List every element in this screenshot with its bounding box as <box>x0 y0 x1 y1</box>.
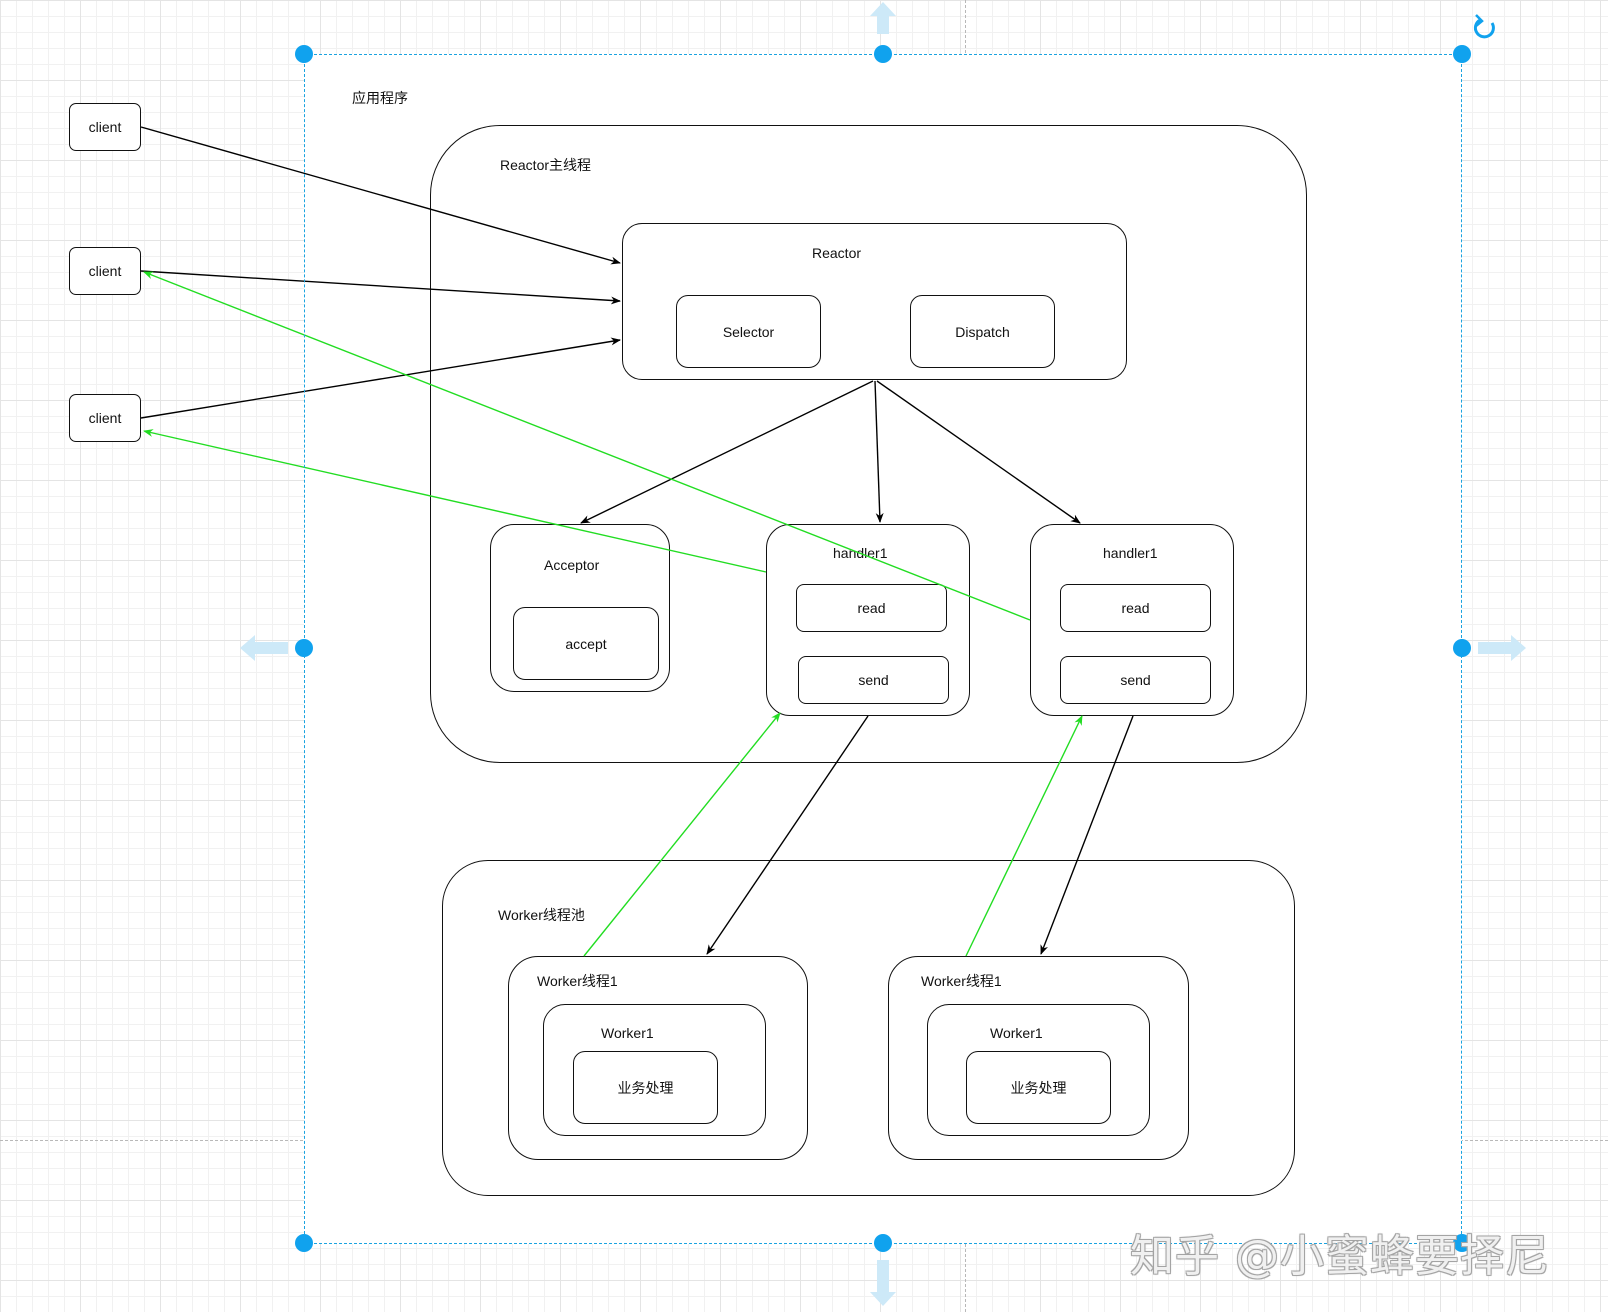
accept-box[interactable]: accept <box>513 607 659 680</box>
client-box[interactable]: client <box>69 394 141 442</box>
edge-client1-reactor <box>140 126 621 265</box>
worker-thread-title: Worker线程1 <box>921 973 1002 989</box>
business-task-box[interactable]: 业务处理 <box>966 1051 1111 1124</box>
business-task-box[interactable]: 业务处理 <box>573 1051 718 1124</box>
edge-handler2-worker2 <box>1040 715 1134 955</box>
client-box[interactable]: client <box>69 103 141 151</box>
edge-handler1-client3-response <box>143 429 767 573</box>
resize-handle-bottom[interactable] <box>874 1234 892 1252</box>
edge-reactor-handler1 <box>874 380 884 523</box>
handler-read-box[interactable]: read <box>796 584 947 632</box>
selector-box[interactable]: Selector <box>676 295 821 368</box>
worker-title: Worker1 <box>601 1025 654 1041</box>
edge-client2-reactor <box>140 270 621 305</box>
reactor-title: Reactor <box>812 245 862 261</box>
connect-arrow-left-icon <box>240 635 288 661</box>
worker-title: Worker1 <box>990 1025 1043 1041</box>
edge-reactor-handler2 <box>876 380 1081 524</box>
resize-handle-right[interactable] <box>1453 639 1471 657</box>
watermark: 知乎 @小蜜蜂要择尼 <box>1130 1231 1550 1282</box>
resize-handle-bottom-left[interactable] <box>295 1234 313 1252</box>
edge-worker1-handler1-response <box>583 712 781 957</box>
connect-arrow-down-icon <box>870 1260 896 1306</box>
app-container-title: 应用程序 <box>352 90 408 106</box>
handler-send-box[interactable]: send <box>798 656 949 704</box>
acceptor-title: Acceptor <box>544 557 600 573</box>
handler-title: handler1 <box>1103 545 1158 561</box>
edge-worker2-handler2-response <box>965 715 1083 957</box>
resize-handle-left[interactable] <box>295 639 313 657</box>
handler-send-box[interactable]: send <box>1060 656 1211 704</box>
resize-handle-top-left[interactable] <box>295 45 313 63</box>
dispatch-box[interactable]: Dispatch <box>910 295 1055 368</box>
resize-handle-top[interactable] <box>874 45 892 63</box>
resize-handle-top-right[interactable] <box>1453 45 1471 63</box>
rotate-icon <box>1473 14 1495 39</box>
edge-handler1-worker1 <box>706 715 869 955</box>
client-box[interactable]: client <box>69 247 141 295</box>
worker-pool-title: Worker线程池 <box>498 907 585 923</box>
edge-reactor-acceptor <box>580 380 874 524</box>
handler-read-box[interactable]: read <box>1060 584 1211 632</box>
reactor-thread-title: Reactor主线程 <box>500 157 592 173</box>
connect-arrow-right-icon <box>1478 635 1526 661</box>
edge-client3-reactor <box>140 337 621 419</box>
edge-handler2-client2-response <box>143 271 1031 621</box>
resize-handle-bottom-right[interactable] <box>1453 1234 1471 1252</box>
connect-arrow-up-icon <box>870 2 896 34</box>
worker-thread-title: Worker线程1 <box>537 973 618 989</box>
